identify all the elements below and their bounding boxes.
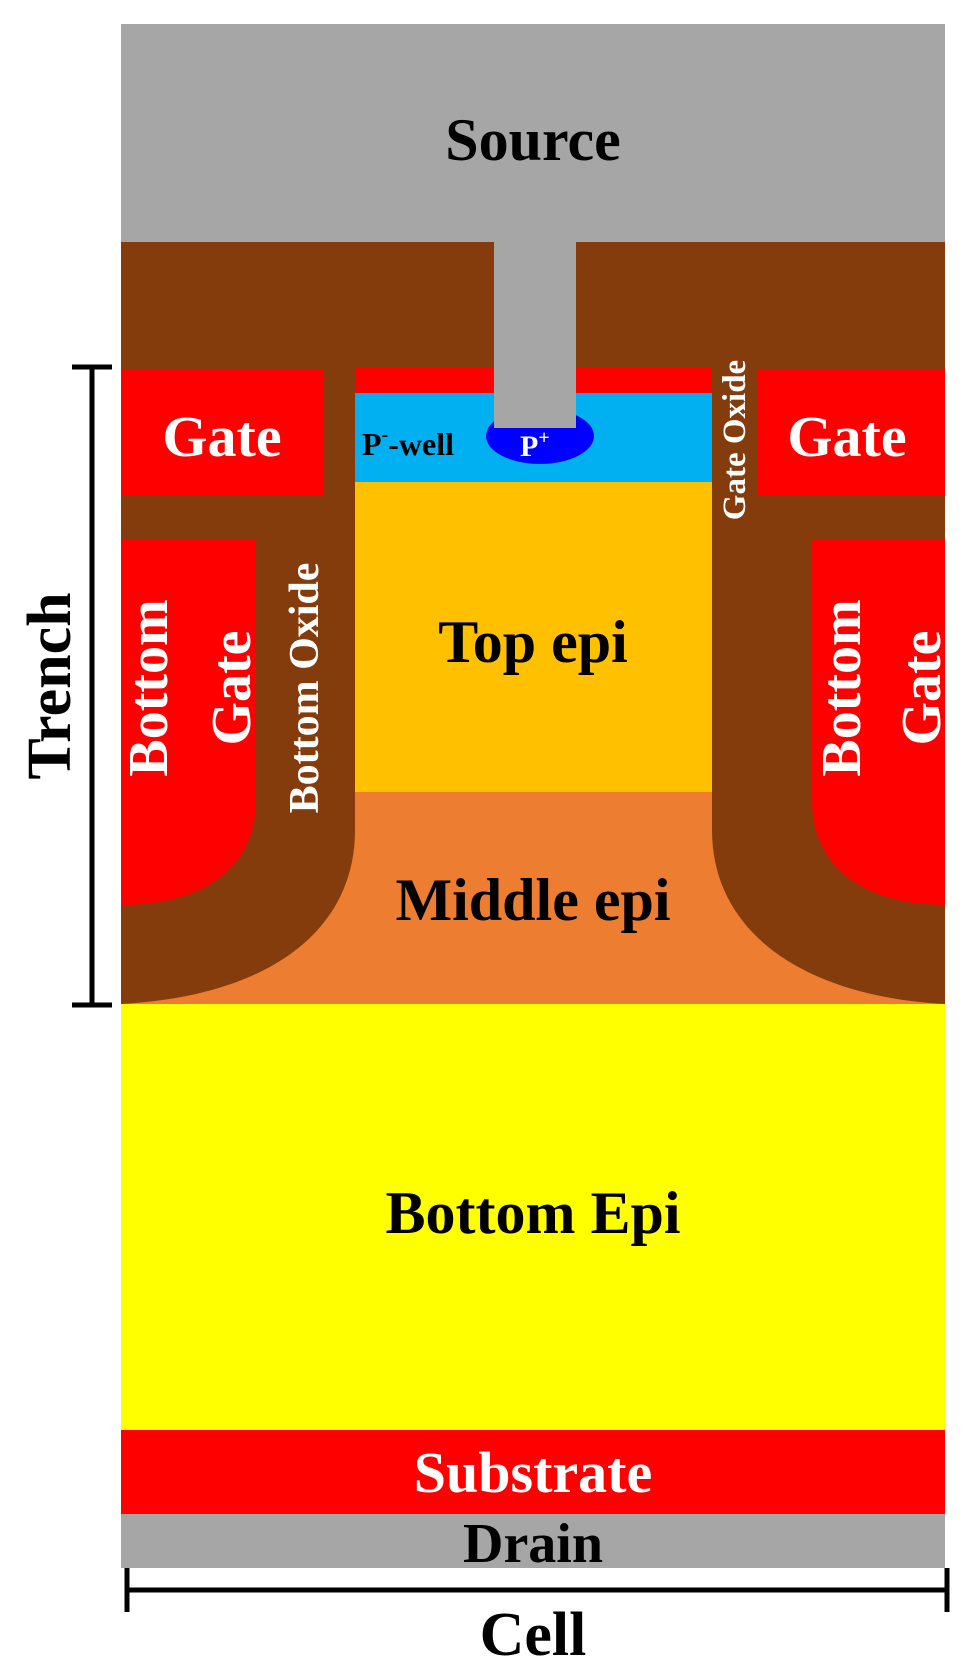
cell-bracket [124, 1568, 950, 1612]
p-well-label-rest: -well [388, 426, 454, 462]
trench-label: Trench [16, 592, 84, 779]
bottom-epi-label: Bottom Epi [385, 1180, 680, 1246]
top-epi-label: Top epi [438, 609, 628, 675]
bottom-gate-right-label-line2: Gate [891, 630, 953, 745]
cell-label: Cell [480, 1601, 587, 1669]
drain-label: Drain [463, 1513, 603, 1575]
bottom-gate-left-label-line1: Bottom [118, 599, 180, 776]
source-contact-plug [494, 242, 576, 428]
trench-bracket [72, 364, 112, 1008]
p-plus-label: P+ [520, 427, 550, 463]
bottom-gate-right-region [812, 540, 945, 905]
substrate-region [121, 1430, 945, 1514]
top-epi-region [355, 482, 712, 792]
source-label: Source [445, 107, 621, 173]
bottom-gate-right-label-line1: Bottom [811, 599, 873, 776]
gate-left-region [121, 370, 324, 496]
p-well-label-base: P [362, 426, 382, 462]
substrate-label: Substrate [414, 1440, 652, 1505]
bottom-gate-left-region [121, 540, 256, 905]
bottom-oxide-label: Bottom Oxide [282, 563, 328, 814]
gate-right-region [758, 370, 945, 496]
p-plus-label-base: P [520, 430, 538, 463]
middle-epi-region [121, 792, 945, 1004]
gate-oxide-label: Gate Oxide [717, 360, 753, 520]
gate-left-label: Gate [162, 404, 281, 469]
middle-epi-label: Middle epi [395, 867, 670, 933]
bottom-epi-region [121, 1004, 945, 1430]
p-plus-label-sup: + [538, 427, 549, 449]
bottom-gate-left-label-line2: Gate [201, 630, 263, 745]
p-well-label: P--well [362, 424, 454, 462]
gate-right-label: Gate [787, 404, 906, 469]
source-region [121, 24, 945, 242]
drain-region [121, 1514, 945, 1568]
p-well-label-sup: - [382, 424, 389, 446]
